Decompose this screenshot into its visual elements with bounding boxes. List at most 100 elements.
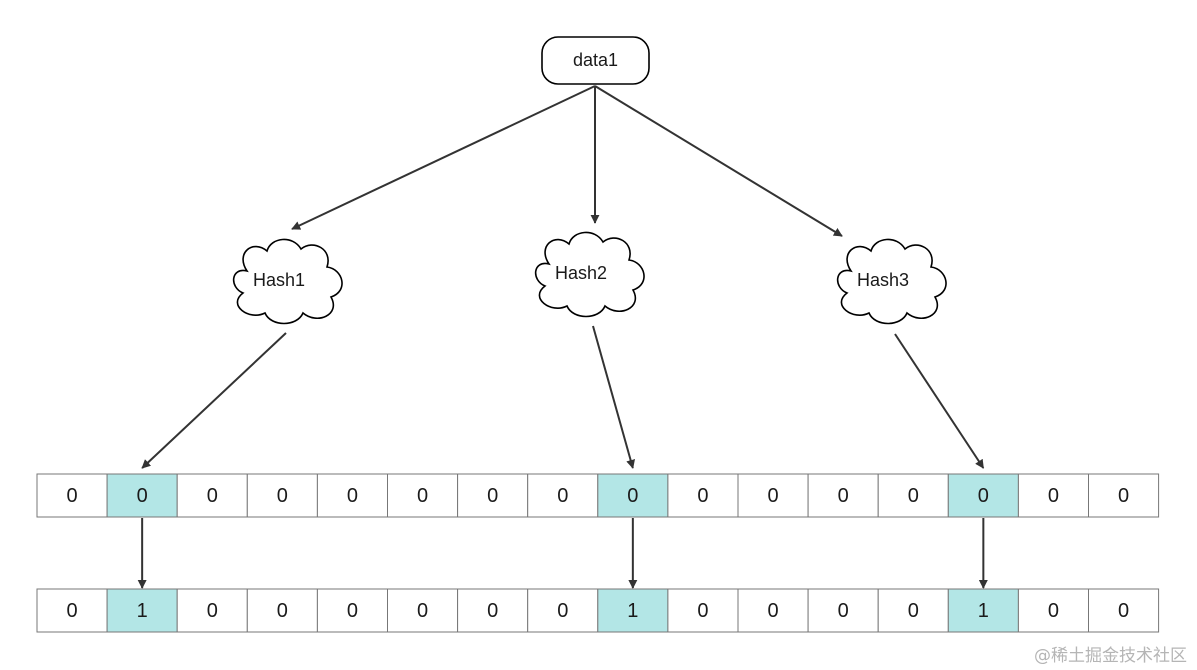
- bit-after-cell: 0: [807, 588, 879, 633]
- bit-before-cell: 0: [176, 473, 248, 518]
- edges: [137, 85, 988, 589]
- bit-before-cell-value: 0: [627, 485, 638, 507]
- bit-after-cell-value: 0: [417, 600, 428, 622]
- bit-before-cell: 0: [387, 473, 459, 518]
- bit-after-cell: 1: [106, 588, 178, 633]
- bit-after-cell: 0: [387, 588, 459, 633]
- bit-before-cell-value: 0: [487, 485, 498, 507]
- bit-before-cell: 0: [597, 473, 669, 518]
- highlighted-cell-box: [597, 473, 669, 518]
- edge-hash3-to-bit: [894, 333, 985, 469]
- bit-after-cell: 0: [1017, 588, 1090, 633]
- bit-after-cell-value: 0: [347, 600, 358, 622]
- bit-before-cell: 0: [737, 473, 809, 518]
- cell-box: [807, 473, 879, 518]
- bit-before-cell-value: 0: [908, 485, 919, 507]
- cell-box: [246, 588, 318, 633]
- bit-before-cell-value: 0: [347, 485, 358, 507]
- bit-after-cell: 0: [1088, 588, 1160, 633]
- cell-box: [737, 473, 809, 518]
- cell-box: [387, 473, 459, 518]
- highlighted-cell-box: [106, 473, 178, 518]
- bit-before-cell-value: 0: [697, 485, 708, 507]
- cell-box: [1088, 588, 1160, 633]
- bit-before-cell: 0: [1017, 473, 1090, 518]
- cell-box: [1088, 473, 1160, 518]
- cell-box: [316, 588, 388, 633]
- bit-after-cell-value: 1: [978, 600, 989, 622]
- bit-before-cell-value: 0: [66, 485, 77, 507]
- bit-after-cell: 0: [667, 588, 739, 633]
- cell-box: [36, 588, 108, 633]
- source-node-box: [541, 36, 650, 85]
- cell-box: [667, 588, 739, 633]
- bit-before-cell: 0: [36, 473, 108, 518]
- bit-before-cell: 0: [106, 473, 178, 518]
- bit-after-cell-value: 0: [487, 600, 498, 622]
- bit-after-cell: 1: [597, 588, 669, 633]
- source-node: data1: [541, 36, 650, 85]
- cell-box: [737, 588, 809, 633]
- cell-box: [387, 588, 459, 633]
- hash-node-1: Hash1: [232, 238, 343, 325]
- bit-after-cell-value: 0: [838, 600, 849, 622]
- bit-before-cell-value: 0: [838, 485, 849, 507]
- edge-data1-to-hash1: [291, 85, 596, 230]
- cell-box: [667, 473, 739, 518]
- bit-before-cell: 0: [316, 473, 388, 518]
- cell-box: [457, 473, 529, 518]
- bit-before-cell: 0: [457, 473, 529, 518]
- cell-box: [316, 473, 388, 518]
- cell-box: [1017, 588, 1090, 633]
- hash-node-3-label: Hash3: [857, 270, 909, 290]
- bit-before-cell-value: 0: [1118, 485, 1129, 507]
- bit-after-cell-value: 0: [697, 600, 708, 622]
- highlighted-cell-box: [947, 473, 1019, 518]
- cell-box: [877, 588, 949, 633]
- bit-before-cell: 0: [877, 473, 949, 518]
- bit-after-cell-value: 0: [908, 600, 919, 622]
- bit-after-cell-value: 0: [557, 600, 568, 622]
- cell-box: [527, 588, 599, 633]
- bit-before-cell: 0: [667, 473, 739, 518]
- bit-after-cell-value: 0: [66, 600, 77, 622]
- bit-after-cell-value: 0: [207, 600, 218, 622]
- cell-box: [176, 473, 248, 518]
- bit-after-cell: 0: [737, 588, 809, 633]
- bit-before-cell-value: 0: [557, 485, 568, 507]
- bit-after-cell: 0: [176, 588, 248, 633]
- bit-before-cell-value: 0: [417, 485, 428, 507]
- bit-after-cell-value: 1: [627, 600, 638, 622]
- bit-after-cell: 0: [877, 588, 949, 633]
- bit-before-cell: 0: [527, 473, 599, 518]
- bit-after-cell: 1: [947, 588, 1019, 633]
- bit-before-cell: 0: [246, 473, 318, 518]
- edge-hash2-to-bit: [592, 325, 635, 469]
- bit-after-cell-value: 1: [137, 600, 148, 622]
- bit-before-cell-value: 0: [137, 485, 148, 507]
- bit-after-cell: 0: [527, 588, 599, 633]
- cell-box: [877, 473, 949, 518]
- bit-before-cell-value: 0: [277, 485, 288, 507]
- hash-node-1-label: Hash1: [253, 270, 305, 290]
- bit-before-cell: 0: [807, 473, 879, 518]
- hash-node-2: Hash2: [534, 231, 645, 318]
- edge-hash1-to-bit: [141, 332, 287, 469]
- bit-after-cell: 0: [36, 588, 108, 633]
- bit-before-cell-value: 0: [1048, 485, 1059, 507]
- cell-box: [36, 473, 108, 518]
- bit-before-cell: 0: [1088, 473, 1160, 518]
- bit-after-cell-value: 0: [767, 600, 778, 622]
- source-node-label: data1: [573, 50, 618, 70]
- bit-after-cell: 0: [316, 588, 388, 633]
- hash-node-3: Hash3: [836, 238, 947, 325]
- bit-before-cell-value: 0: [767, 485, 778, 507]
- highlighted-cell-box: [947, 588, 1019, 633]
- highlighted-cell-box: [106, 588, 178, 633]
- bit-before-cell: 0: [947, 473, 1019, 518]
- bit-after-cell-value: 0: [277, 600, 288, 622]
- cell-box: [246, 473, 318, 518]
